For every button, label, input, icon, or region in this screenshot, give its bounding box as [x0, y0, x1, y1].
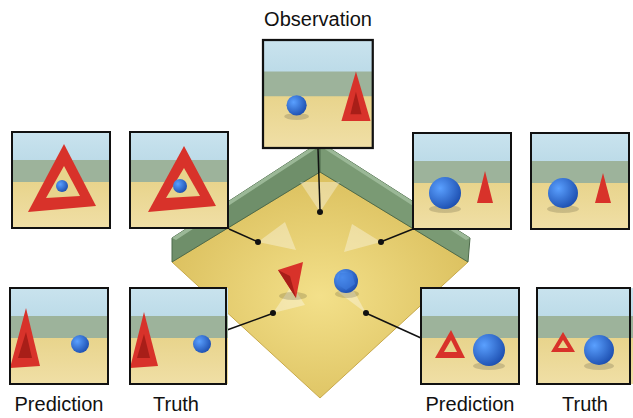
- view-caption: Prediction: [426, 393, 515, 415]
- view-panel: [130, 132, 228, 228]
- view-panel: [10, 288, 108, 384]
- view-caption: Prediction: [15, 393, 104, 415]
- view-panel: [421, 288, 519, 384]
- view-panel: [537, 288, 633, 384]
- view-caption: Truth: [562, 393, 608, 415]
- view-panel: [413, 133, 511, 229]
- view-panel: [263, 40, 373, 148]
- view-caption: Truth: [153, 393, 199, 415]
- view-panel: [12, 132, 110, 228]
- view-title: Observation: [264, 8, 372, 30]
- view-panel: [531, 133, 629, 229]
- camera-dots: [255, 209, 384, 316]
- leader-lines: [227, 149, 421, 338]
- view-panel: [130, 288, 228, 384]
